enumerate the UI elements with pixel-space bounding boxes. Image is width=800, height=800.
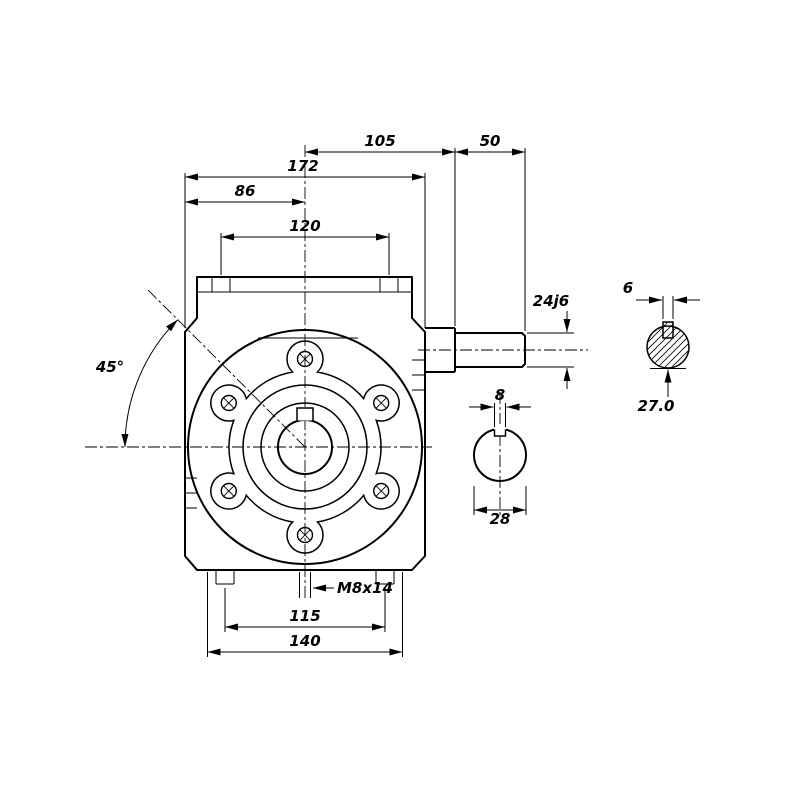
cooling-ribs bbox=[185, 359, 425, 509]
hub-boss-circle bbox=[242, 384, 368, 510]
dim-45deg: 45° bbox=[95, 319, 179, 448]
dim-120-label: 120 bbox=[289, 217, 320, 235]
screw-lower-left bbox=[220, 482, 238, 500]
dim-6: 6 bbox=[623, 279, 700, 319]
key-cross-section bbox=[662, 321, 674, 339]
shaft-end bbox=[455, 332, 526, 368]
output-bore-view bbox=[473, 424, 527, 482]
gearbox-body bbox=[184, 276, 426, 585]
dim-120: 120 bbox=[220, 217, 390, 275]
dim-24j6: 24j6 bbox=[527, 292, 574, 389]
dim-50-label: 50 bbox=[480, 132, 501, 150]
diagonal-45-centerline bbox=[147, 289, 306, 448]
dim-115: 115 bbox=[224, 588, 386, 632]
flange-outer-circle bbox=[187, 329, 423, 565]
dim-24j6-label: 24j6 bbox=[533, 292, 569, 310]
dim-m8x14: M8x14 bbox=[299, 572, 393, 598]
housing-outline bbox=[184, 276, 426, 571]
dim-140: 140 bbox=[207, 572, 403, 657]
shaft-section-circle bbox=[646, 325, 690, 369]
output-keyway-slot bbox=[493, 429, 507, 437]
dim-27-label: 27.0 bbox=[637, 397, 674, 415]
dim-27: 27.0 bbox=[637, 368, 686, 415]
input-shaft bbox=[425, 327, 526, 373]
dim-28: 28 bbox=[473, 486, 527, 528]
shaft-section-detail bbox=[646, 321, 690, 369]
screw-upper-right bbox=[373, 394, 390, 412]
section-hatching bbox=[647, 322, 689, 368]
bottom-mounting-holes bbox=[215, 570, 395, 585]
dimensions: 105 50 172 86 120 bbox=[95, 132, 700, 657]
dim-105-label: 105 bbox=[364, 132, 395, 150]
screw-lower-right bbox=[373, 482, 390, 500]
dim-m8x14-label: M8x14 bbox=[337, 579, 393, 597]
dim-6-label: 6 bbox=[623, 279, 633, 297]
centerlines bbox=[85, 145, 588, 600]
dim-8: 8 bbox=[469, 386, 531, 427]
dim-105: 105 bbox=[305, 132, 526, 331]
bore-keyway bbox=[296, 407, 314, 422]
dim-50: 50 bbox=[455, 132, 525, 156]
top-mounting-holes bbox=[211, 277, 399, 292]
dim-172-label: 172 bbox=[287, 157, 318, 175]
output-flange bbox=[187, 329, 423, 565]
dim-45deg-label: 45° bbox=[95, 358, 124, 376]
hub-recess-circle bbox=[260, 402, 350, 492]
scalloped-flange-outline bbox=[210, 340, 400, 554]
screw-upper-left bbox=[220, 394, 238, 412]
dim-115-label: 115 bbox=[289, 607, 320, 625]
dim-86-label: 86 bbox=[235, 182, 256, 200]
dim-172: 172 bbox=[184, 157, 426, 328]
dim-28-label: 28 bbox=[490, 510, 511, 528]
dim-140-label: 140 bbox=[289, 632, 320, 650]
dim-86: 86 bbox=[185, 182, 305, 206]
dim-8-label: 8 bbox=[495, 386, 505, 404]
